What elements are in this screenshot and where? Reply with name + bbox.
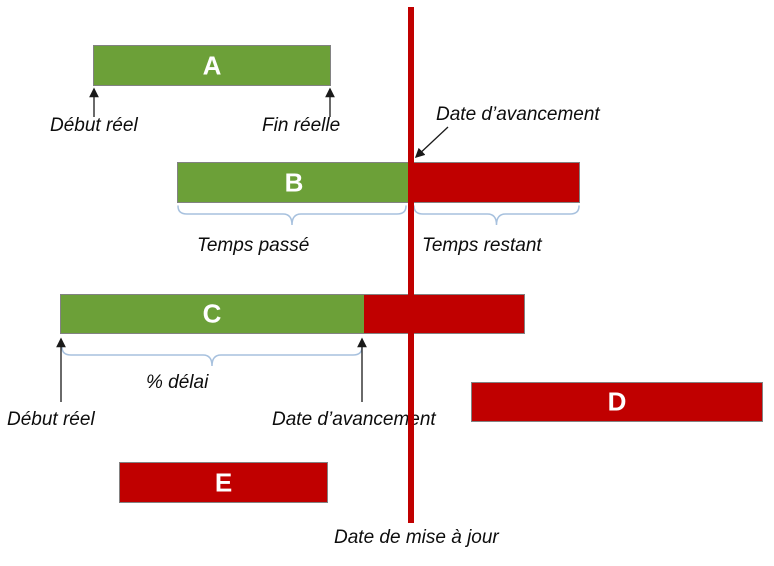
label-temps-restant: Temps restant <box>422 235 542 256</box>
brace-temps-passe <box>177 205 407 226</box>
task-bar-b-remaining-segment <box>410 163 579 202</box>
label-pct-delai: % délai <box>146 372 209 393</box>
label-debut-reel-top: Début réel <box>50 115 138 136</box>
label-fin-reelle: Fin réelle <box>262 115 341 136</box>
task-bar-b: B <box>177 162 580 203</box>
brace-pct-delai <box>61 346 363 367</box>
update-date-line <box>408 7 414 523</box>
task-bar-c-label: C <box>202 298 222 329</box>
label-date-mise-a-jour: Date de mise à jour <box>334 527 499 548</box>
task-bar-c: C <box>60 294 525 334</box>
task-bar-d-label: D <box>607 386 627 417</box>
task-bar-e-label: E <box>214 466 233 497</box>
brace-temps-restant <box>413 205 580 226</box>
label-date-avancement-top: Date d’avancement <box>436 104 600 125</box>
task-bar-b-completed-segment <box>178 163 410 202</box>
arrow-date-avancement-top <box>414 126 449 159</box>
task-bar-b-label: B <box>284 166 304 197</box>
task-bar-a-label: A <box>202 49 222 80</box>
label-debut-reel-bottom: Début réel <box>7 409 95 430</box>
task-bar-c-completed-segment <box>61 295 364 333</box>
task-bar-e: E <box>119 462 328 503</box>
task-bar-c-remaining-segment <box>364 295 524 333</box>
task-bar-d: D <box>471 382 763 422</box>
label-temps-passe: Temps passé <box>197 235 310 256</box>
label-date-avancement-bottom: Date d’avancement <box>272 409 436 430</box>
task-bar-a: A <box>93 45 331 86</box>
